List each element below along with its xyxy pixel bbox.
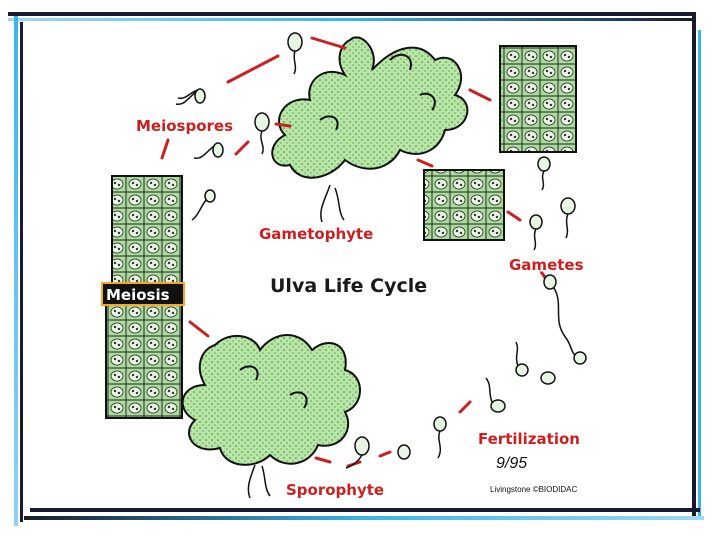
- label-gametes: Gametes: [509, 256, 584, 274]
- spores-and-gametes: [175, 32, 587, 469]
- frame-bottom-blue: [24, 516, 704, 520]
- frame-top-blue: [8, 18, 696, 21]
- label-gametophyte: Gametophyte: [259, 225, 373, 243]
- label-fertilization: Fertilization: [478, 430, 580, 448]
- gamete-cell-strip-lower: [423, 169, 505, 241]
- gamete-cell-strip-upper: [499, 45, 577, 153]
- frame-bottom-dark: [30, 508, 700, 512]
- frame-top-dark: [8, 12, 696, 16]
- frame-right-dark: [692, 16, 696, 516]
- meiosis-badge: Meiosis: [101, 282, 185, 306]
- meiosis-cell-strip-lower: [105, 303, 183, 419]
- label-meiosis: Meiosis: [106, 286, 170, 304]
- label-sporophyte: Sporophyte: [286, 481, 384, 499]
- label-meiospores: Meiospores: [136, 117, 233, 135]
- frame-left-blue: [14, 16, 18, 526]
- credit-text: Livingstone ©BIODIDAC: [490, 485, 577, 494]
- frame-right-blue: [698, 30, 701, 520]
- diagram-title: Ulva Life Cycle: [270, 275, 427, 297]
- frame-left-dark: [20, 22, 23, 522]
- meiosis-cell-strip-upper: [111, 175, 183, 285]
- signature: 9/95: [496, 455, 527, 472]
- sporophyte-thallus: [181, 334, 361, 499]
- gametophyte-thallus: [271, 36, 469, 223]
